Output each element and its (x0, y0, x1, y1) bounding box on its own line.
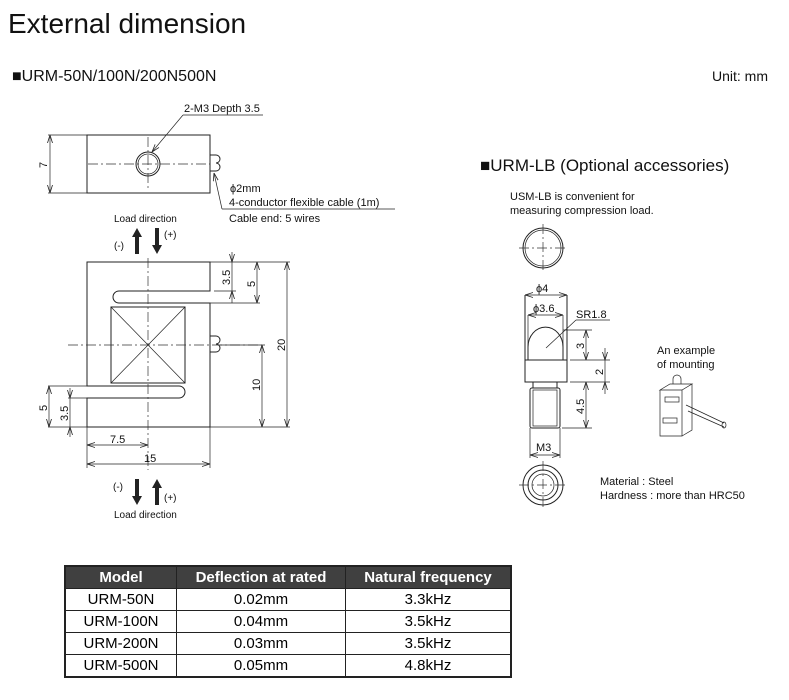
accessory-heading: ■URM-LB (Optional accessories) (480, 156, 729, 175)
hardness-label: Hardness : more than HRC50 (600, 490, 745, 502)
dim-3-5-left: 3.5 (59, 406, 71, 421)
mounting-example-illustration (658, 374, 727, 437)
minus-label: (-) (114, 241, 124, 252)
cell-deflection: 0.04mm (176, 610, 346, 633)
dim-m3: M3 (536, 442, 551, 454)
dim-15: 15 (144, 453, 156, 465)
cell-frequency: 3.5kHz (345, 610, 512, 633)
cable-diameter: ϕ2mm (230, 183, 261, 195)
specs-table: Model Deflection at rated Natural freque… (64, 565, 512, 678)
cable-label: 4-conductor flexible cable (1m) (229, 197, 379, 209)
accessory-desc-1: USM-LB is convenient for (510, 191, 635, 203)
unit-label: Unit: mm (712, 68, 768, 84)
cell-frequency: 4.8kHz (345, 654, 512, 678)
example-label-1: An example (657, 345, 715, 357)
cell-deflection: 0.05mm (176, 654, 346, 678)
arrow-down-icon (132, 479, 142, 505)
load-direction-top: Load direction (-) (+) (114, 214, 177, 254)
arrow-up-icon (132, 228, 142, 254)
dim-10: 10 (251, 379, 263, 391)
cell-frequency: 3.3kHz (345, 588, 512, 611)
cable-end-label: Cable end: 5 wires (229, 213, 321, 225)
dim-20: 20 (276, 339, 288, 351)
arrow-down-icon (152, 228, 162, 254)
main-heading: ■URM-50N/100N/200N500N (12, 68, 216, 85)
load-direction-label: Load direction (114, 214, 177, 225)
load-direction-label: Load direction (114, 510, 177, 521)
minus-label: (-) (113, 482, 123, 493)
cell-deflection: 0.03mm (176, 632, 346, 655)
dim-7: 7 (38, 162, 50, 168)
plus-label: (+) (164, 230, 177, 241)
header-deflection: Deflection at rated (176, 565, 346, 589)
dim-5-left: 5 (38, 405, 50, 411)
front-view: 3.5 5 20 10 5 3.5 7.5 15 (38, 252, 290, 470)
cell-model: URM-200N (64, 632, 177, 655)
dim-5-top: 5 (246, 281, 258, 287)
table-header-row: Model Deflection at rated Natural freque… (64, 565, 512, 589)
cell-model: URM-100N (64, 610, 177, 633)
dim-4-5: 4.5 (575, 399, 587, 414)
arrow-up-icon (152, 479, 162, 505)
cell-deflection: 0.02mm (176, 588, 346, 611)
dim-2: 2 (594, 369, 606, 375)
cell-model: URM-500N (64, 654, 177, 678)
dim-phi4: ϕ4 (536, 283, 548, 295)
accessory-drawing: USM-LB is convenient for measuring compr… (510, 191, 745, 509)
load-direction-bottom: (-) (+) Load direction (113, 479, 177, 521)
page-title: External dimension (8, 8, 246, 39)
material-label: Material : Steel (600, 476, 673, 488)
top-view: 7 2-M3 Depth 3.5 ϕ2mm 4-conductor flexib… (38, 103, 395, 225)
plus-label: (+) (164, 493, 177, 504)
dim-3: 3 (575, 343, 587, 349)
dim-sr: SR1.8 (576, 309, 607, 321)
cell-model: URM-50N (64, 588, 177, 611)
header-frequency: Natural frequency (345, 565, 512, 589)
tap-callout: 2-M3 Depth 3.5 (184, 103, 260, 115)
dim-3-5-top: 3.5 (221, 270, 233, 285)
accessory-desc-2: measuring compression load. (510, 205, 654, 217)
dim-7-5: 7.5 (110, 434, 125, 446)
example-label-2: of mounting (657, 359, 714, 371)
header-model: Model (64, 565, 177, 589)
cell-frequency: 3.5kHz (345, 632, 512, 655)
dim-phi36: ϕ3.6 (533, 303, 554, 315)
